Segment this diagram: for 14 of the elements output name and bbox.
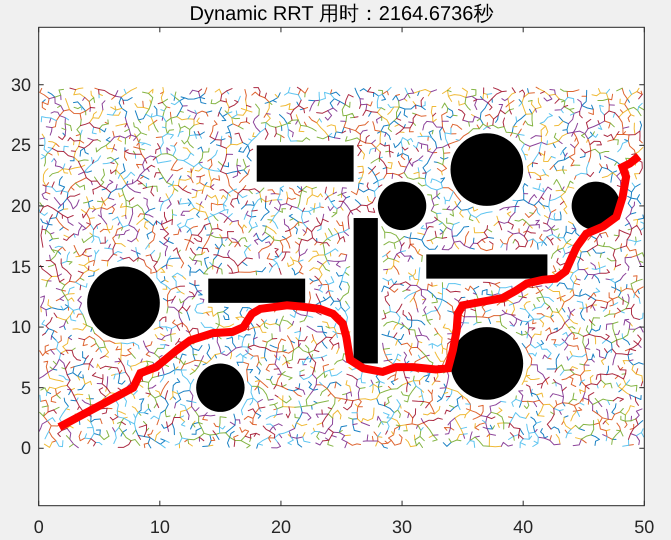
axis-tick-label: 15 (11, 258, 32, 276)
axis-tick-label: 10 (11, 318, 32, 336)
axis-tick-label: 30 (392, 518, 412, 536)
axis-tick-label: 0 (21, 439, 32, 458)
chart-title: Dynamic RRT 用时：2164.6736秒 (190, 2, 494, 26)
axis-tick-label: 20 (11, 196, 32, 215)
axis-tick-label: 0 (34, 518, 44, 536)
axis-tick-label: 20 (270, 518, 291, 536)
axis-tick-label: 30 (11, 76, 32, 94)
axis-tick-label: 10 (150, 518, 170, 536)
axis-tick-label: 25 (11, 136, 32, 154)
axis-tick-label: 50 (634, 518, 654, 536)
axis-tick-label: 40 (513, 518, 534, 536)
axis-tick-label: 5 (21, 378, 32, 397)
